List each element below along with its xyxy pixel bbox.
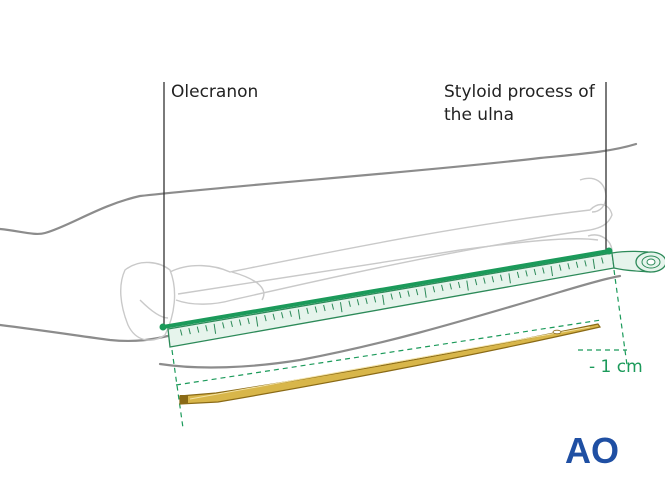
- tape-tick: [491, 276, 495, 283]
- tape-tick: [289, 310, 292, 317]
- tape-tick: [205, 325, 208, 332]
- bone-outline: [120, 177, 613, 341]
- tape-tick: [407, 290, 410, 297]
- tape-tick: [297, 309, 301, 320]
- tape-tick: [542, 267, 545, 274]
- tape-tick: [356, 299, 360, 306]
- tape-tick: [592, 258, 596, 269]
- tape-tick: [601, 257, 604, 264]
- olecranon-label: Olecranon: [171, 82, 259, 102]
- tape-tick: [255, 316, 259, 327]
- tape-tick: [339, 302, 343, 313]
- tape-tick: [525, 270, 528, 277]
- tape-tick: [441, 284, 444, 291]
- tape-tick: [567, 263, 570, 270]
- svg-text:AO: AO: [565, 431, 619, 469]
- measurement-label: - 1 cm: [589, 357, 643, 377]
- styloid-label-line1: Styloid process of: [444, 82, 595, 102]
- tape-tick: [550, 266, 554, 277]
- tape-tick: [466, 280, 469, 291]
- styloid-process-label: Styloid process of the ulna: [444, 81, 595, 127]
- tape-tick: [432, 286, 436, 293]
- tape-tick: [188, 327, 191, 335]
- tape-tick: [179, 329, 183, 336]
- styloid-label-line2: the ulna: [444, 105, 514, 125]
- tape-tick: [516, 271, 520, 278]
- forearm-outline: [0, 142, 638, 369]
- tape-tick: [314, 306, 318, 313]
- styloid-point: [605, 247, 613, 255]
- tape-tick: [348, 300, 351, 307]
- tape-tick: [281, 312, 284, 319]
- tape-tick: [483, 277, 486, 284]
- measuring-tape: [167, 250, 665, 348]
- tape-tick: [474, 278, 478, 286]
- intramedullary-nail: [179, 323, 601, 405]
- marker-lines: [163, 82, 607, 326]
- tape-tick: [558, 264, 562, 271]
- tape-tick: [331, 303, 335, 310]
- tape-tick: [222, 322, 225, 329]
- tape-tick: [272, 313, 276, 320]
- tape-tick: [508, 273, 511, 284]
- tape-tick: [196, 326, 200, 333]
- ao-logo: AO: [565, 431, 619, 469]
- tape-tick: [247, 317, 250, 325]
- tape-tick: [373, 296, 377, 303]
- tape-tick: [575, 261, 579, 268]
- tape-tick: [449, 283, 452, 290]
- tape-tick: [424, 287, 427, 298]
- tape-tick: [500, 274, 503, 281]
- tape-tick: [365, 297, 368, 304]
- tape-tick: [238, 319, 242, 326]
- dashed-guides: [171, 269, 628, 429]
- tape-ticks: [179, 257, 604, 336]
- tape-tick: [457, 281, 461, 289]
- olecranon-point: [159, 323, 167, 331]
- tape-tick: [306, 307, 309, 315]
- tape-tick: [264, 315, 267, 322]
- tape-tick: [323, 304, 326, 312]
- tape-tick: [230, 320, 233, 328]
- measurement-line: [161, 249, 611, 329]
- tape-tick: [382, 294, 385, 306]
- tape-tick: [390, 293, 393, 300]
- tape-tick: [398, 291, 402, 299]
- tape-tick: [533, 268, 537, 276]
- tape-tick: [584, 260, 587, 267]
- tape-tick: [213, 323, 217, 334]
- tape-tick: [415, 289, 419, 296]
